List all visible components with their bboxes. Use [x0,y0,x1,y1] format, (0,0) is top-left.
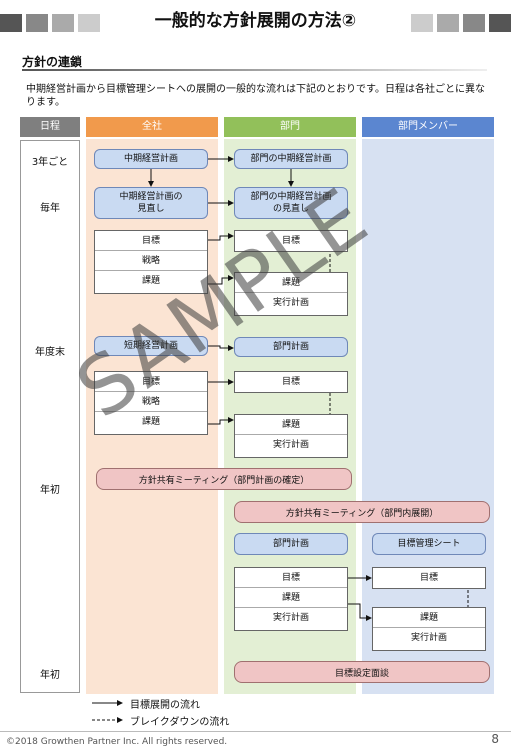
header-decoration [78,14,100,32]
page-title: 一般的な方針展開の方法② [154,11,357,31]
company-goal-group-1: 目標 戦略 課題 [94,230,208,294]
company-goal: 目標 [95,372,207,392]
company-issue: 課題 [141,417,160,427]
policy-meeting-dept: 方針共有ミーティング（部門内展開） [234,501,490,523]
dept-action-plan: 実行計画 [272,298,309,308]
dept-action-plan: 実行計画 [272,440,309,450]
dept-issue: 課題 [235,588,347,608]
company-goal: 目標 [95,231,207,251]
schedule-label: 年初 [40,670,60,681]
shortterm-plan-box: 短期経営計画 [94,336,208,356]
schedule-lane [20,140,80,693]
column-header-dept: 部門 [224,117,356,137]
section-underline [22,69,487,71]
legend-solid: 目標展開の流れ [130,700,200,711]
midterm-plan-box: 中期経営計画 [94,149,208,169]
member-issue: 課題 [373,608,485,628]
dept-midterm-review-box: 部門の中期経営計画 の見直し [234,187,348,219]
schedule-label: 年度末 [35,347,65,358]
dept-issue-group-2: 課題 実行計画 [234,414,348,458]
section-title: 方針の連鎖 [22,55,83,69]
member-goal: 目標 [419,573,438,583]
dept-plan-box: 部門計画 [234,337,348,357]
page-number: 8 [491,732,499,746]
member-column [362,139,494,694]
header-decoration [0,14,22,32]
midterm-review-box: 中期経営計画の 見直し [94,187,208,219]
header-decoration [463,14,485,32]
company-strategy: 戦略 [95,392,207,412]
header-decoration [437,14,459,32]
dept-goal-box-1: 目標 [234,230,348,252]
header-decoration [52,14,74,32]
member-action-plan: 実行計画 [410,633,447,643]
schedule-label: 3年ごと [31,157,69,168]
header-decoration [411,14,433,32]
goal-management-sheet-box: 目標管理シート [372,533,486,555]
company-goal-group-2: 目標 戦略 課題 [94,371,208,435]
copyright: ©2018 Growthen Partner Inc. All rights r… [6,737,228,747]
column-header-member: 部門メンバー [362,117,494,137]
header-decoration [26,14,48,32]
dept-goal-group-3: 目標 課題 実行計画 [234,567,348,631]
column-header-schedule: 日程 [20,117,80,137]
dept-goal-box-2: 目標 [234,371,348,393]
member-issue-group: 課題 実行計画 [372,607,486,651]
member-goal-box: 目標 [372,567,486,589]
dept-midterm-plan-box: 部門の中期経営計画 [234,149,348,169]
schedule-label: 毎年 [40,203,60,214]
policy-meeting-company: 方針共有ミーティング（部門計画の確定） [96,468,352,490]
legend-dashed: ブレイクダウンの流れ [130,717,230,728]
column-header-company: 全社 [86,117,218,137]
dept-action-plan: 実行計画 [272,613,309,623]
dept-issue: 課題 [235,415,347,435]
dept-goal: 目標 [281,377,300,387]
goal-setting-interview: 目標設定面談 [234,661,490,683]
schedule-label: 年初 [40,485,60,496]
dept-plan-box-2: 部門計画 [234,533,348,555]
intro-text: 中期経営計画から目標管理シートへの展開の一般的な流れは下記のとおりです。日程は各… [26,84,485,108]
footer-divider [0,731,511,732]
dept-goal: 目標 [235,568,347,588]
dept-issue: 課題 [235,273,347,293]
dept-issue-group-1: 課題 実行計画 [234,272,348,316]
dept-goal: 目標 [281,236,300,246]
company-strategy: 戦略 [95,251,207,271]
header-decoration [489,14,511,32]
company-issue: 課題 [141,276,160,286]
